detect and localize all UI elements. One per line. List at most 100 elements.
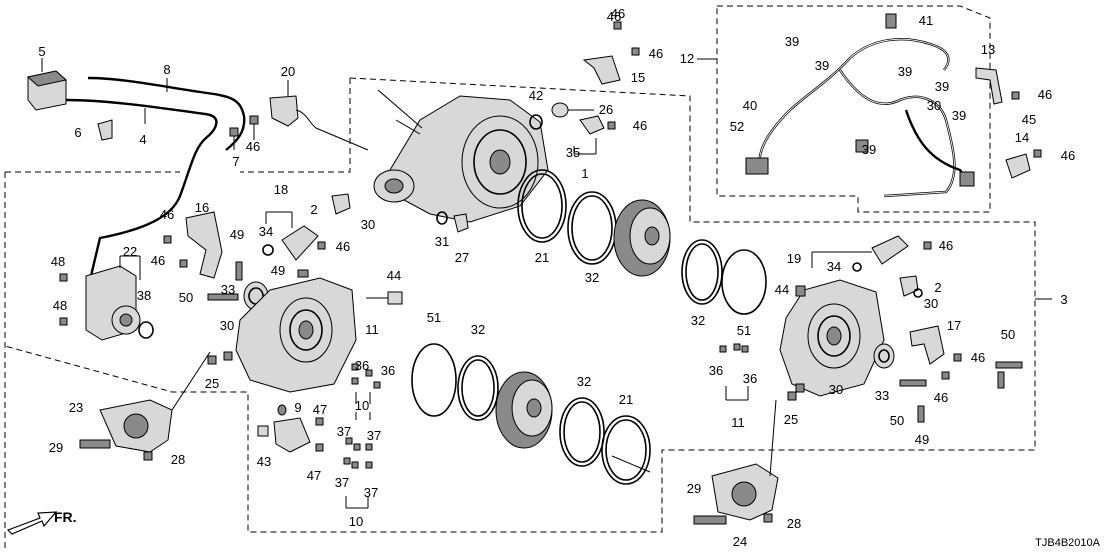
callout-5: 5 bbox=[38, 44, 45, 59]
callout-44b: 44 bbox=[775, 282, 789, 297]
part-15-bracket bbox=[582, 55, 621, 85]
callout-19: 19 bbox=[787, 251, 801, 266]
callout-1: 1 bbox=[581, 166, 588, 181]
callout-21a: 21 bbox=[535, 250, 549, 265]
callout-39d: 39 bbox=[935, 79, 949, 94]
part-29-bolt-left bbox=[79, 439, 111, 449]
callout-35: 35 bbox=[566, 145, 580, 160]
callout-20: 20 bbox=[281, 64, 295, 79]
part-14-bracket bbox=[1005, 153, 1031, 179]
callout-36a: 36 bbox=[355, 358, 369, 373]
callout-15: 15 bbox=[631, 70, 645, 85]
part-24-mount bbox=[711, 399, 779, 521]
part-32-ring-upper bbox=[567, 191, 617, 265]
callout-36d: 36 bbox=[743, 371, 757, 386]
part-12-wire-harness bbox=[745, 13, 975, 198]
callout-3: 3 bbox=[1060, 292, 1067, 307]
callout-46m: 46 bbox=[611, 6, 625, 21]
callout-37d: 37 bbox=[364, 485, 378, 500]
callout-7: 7 bbox=[232, 154, 239, 169]
callout-41: 41 bbox=[919, 13, 933, 28]
callout-10a: 10 bbox=[355, 398, 369, 413]
callout-11a: 11 bbox=[365, 322, 379, 337]
callout-6: 6 bbox=[74, 125, 81, 140]
callout-45: 45 bbox=[1022, 112, 1036, 127]
callout-33a: 33 bbox=[221, 282, 235, 297]
callout-12: 12 bbox=[680, 51, 694, 66]
part-51-ring-left bbox=[411, 343, 457, 417]
callout-2a: 2 bbox=[310, 202, 317, 217]
callout-36c: 36 bbox=[709, 363, 723, 378]
part-right-housing bbox=[779, 279, 885, 397]
callout-38: 38 bbox=[137, 288, 151, 303]
callout-40: 40 bbox=[743, 98, 757, 113]
callout-21b: 21 bbox=[619, 392, 633, 407]
part-19-sensor-shaft bbox=[811, 235, 909, 268]
callout-44a: 44 bbox=[387, 268, 401, 283]
part-clutch-gear-lower bbox=[495, 371, 553, 449]
callout-27: 27 bbox=[455, 250, 469, 265]
callout-50b: 50 bbox=[1001, 327, 1015, 342]
part-33-seal-right bbox=[873, 343, 895, 369]
callout-46l: 46 bbox=[934, 390, 948, 405]
callout-37b: 37 bbox=[367, 428, 381, 443]
part-8-breather-hose bbox=[65, 76, 246, 281]
part-27-drain-plug bbox=[453, 213, 469, 233]
callout-4: 4 bbox=[139, 132, 146, 147]
callout-46g: 46 bbox=[336, 239, 350, 254]
part-35-sensor bbox=[573, 115, 605, 155]
callout-46d: 46 bbox=[246, 139, 260, 154]
part-23-mount bbox=[99, 351, 211, 453]
callout-11b: 11 bbox=[731, 415, 745, 430]
callout-30d: 30 bbox=[924, 296, 938, 311]
callout-49b: 49 bbox=[271, 263, 285, 278]
callout-50a: 50 bbox=[179, 290, 193, 305]
callout-46b: 46 bbox=[649, 46, 663, 61]
callout-34b: 34 bbox=[827, 259, 841, 274]
callout-31: 31 bbox=[435, 234, 449, 249]
callout-28b: 28 bbox=[787, 516, 801, 531]
group-outlines bbox=[4, 5, 1052, 552]
part-43-pin bbox=[257, 425, 269, 437]
callout-47b: 47 bbox=[307, 468, 321, 483]
part-left-housing bbox=[235, 277, 357, 393]
part-51-ring-right bbox=[721, 249, 767, 315]
callout-9: 9 bbox=[294, 400, 301, 415]
callout-37a: 37 bbox=[337, 424, 351, 439]
callout-13: 13 bbox=[981, 42, 995, 57]
callout-30e: 30 bbox=[927, 98, 941, 113]
callout-46e: 46 bbox=[160, 207, 174, 222]
callout-24: 24 bbox=[733, 534, 747, 549]
part-22-actuator bbox=[85, 255, 141, 341]
callout-36b: 36 bbox=[381, 363, 395, 378]
part-17-bracket bbox=[909, 325, 945, 365]
part-16-bracket bbox=[185, 211, 223, 279]
callout-8: 8 bbox=[163, 62, 170, 77]
callout-29a: 29 bbox=[49, 440, 63, 455]
part-13-bracket bbox=[975, 67, 1003, 105]
callout-30b: 30 bbox=[220, 318, 234, 333]
callout-25b: 25 bbox=[784, 412, 798, 427]
callout-47a: 47 bbox=[313, 402, 327, 417]
callout-23: 23 bbox=[69, 400, 83, 415]
callout-26: 26 bbox=[599, 102, 613, 117]
callout-32d: 32 bbox=[577, 374, 591, 389]
part-42-seal bbox=[529, 114, 543, 130]
callout-46h: 46 bbox=[939, 238, 953, 253]
part-21-ring-upper bbox=[517, 169, 567, 243]
part-2-sensor-right bbox=[899, 275, 919, 297]
callout-34a: 34 bbox=[259, 224, 273, 239]
callout-33b: 33 bbox=[875, 388, 889, 403]
front-direction-arrow: FR. bbox=[6, 509, 77, 535]
callout-18: 18 bbox=[274, 182, 288, 197]
callout-42: 42 bbox=[529, 88, 543, 103]
part-9-valve-body bbox=[273, 404, 311, 453]
callout-29b: 29 bbox=[687, 481, 701, 496]
part-7-bolt bbox=[229, 127, 239, 150]
callout-28a: 28 bbox=[171, 452, 185, 467]
callout-51a: 51 bbox=[427, 310, 441, 325]
part-5-connector bbox=[26, 58, 68, 111]
small-fasteners bbox=[59, 21, 1042, 523]
callout-25a: 25 bbox=[205, 376, 219, 391]
part-6-clip bbox=[97, 119, 113, 141]
